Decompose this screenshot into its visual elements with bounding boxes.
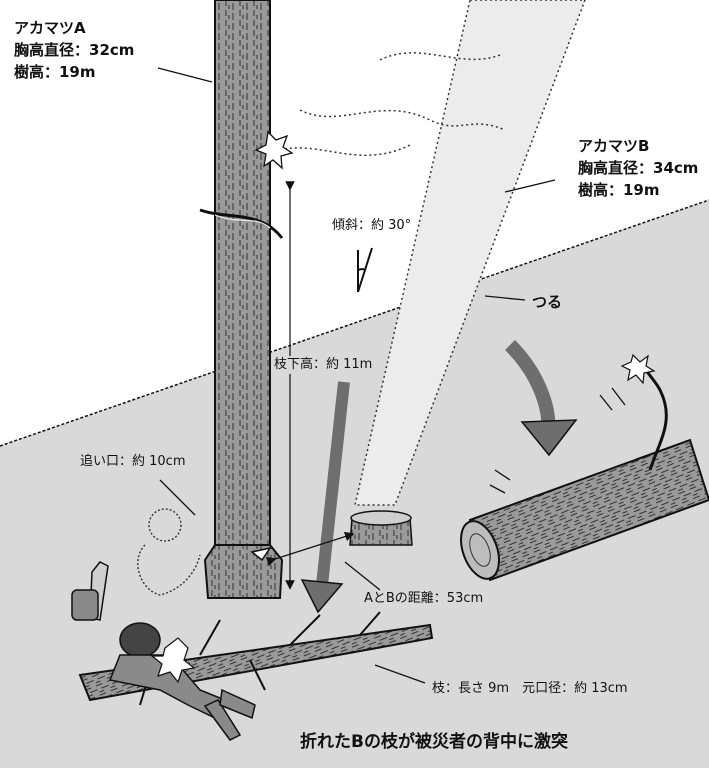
tree-b-name: アカマツB (578, 137, 650, 155)
slope-label: 傾斜：約 30° (332, 218, 412, 233)
tree-b-stump (349, 510, 413, 546)
branch-fall-arrow-head (300, 579, 344, 614)
vine-label: つる (532, 293, 563, 311)
ab-distance-label: AとBの距離：53cm (364, 591, 484, 606)
tree-a-height: 樹高：19m (14, 63, 96, 81)
notch-label: 追い口：約 10cm (80, 454, 186, 469)
tree-a-name: アカマツA (14, 19, 86, 37)
chainsaw-icon (71, 561, 109, 621)
motion-lines (489, 387, 626, 494)
tree-b-falling (279, 0, 586, 506)
tree-b-diameter: 胸高直径：34cm (578, 159, 699, 177)
injured-worker (108, 622, 256, 741)
ab-distance-dimension (265, 531, 355, 567)
worker-ghost (137, 508, 201, 596)
fall-arrow-right-head (520, 419, 578, 457)
branch-label: 枝：長さ 9m 元口径：約 13cm (432, 681, 628, 696)
slope-angle-symbol (357, 247, 373, 293)
tree-a-diameter: 胸高直径：32cm (14, 41, 135, 59)
branch-height-label: 枝下高：約 11m (274, 356, 373, 374)
fallen-log (460, 353, 709, 582)
slope-ground (0, 200, 709, 768)
slope-line (0, 199, 709, 447)
caption: 折れたBの枝が被災者の背中に激突 (300, 732, 568, 752)
leader-lines (157, 67, 556, 684)
tree-b-height: 樹高：19m (578, 181, 660, 199)
tree-a (199, 0, 294, 599)
